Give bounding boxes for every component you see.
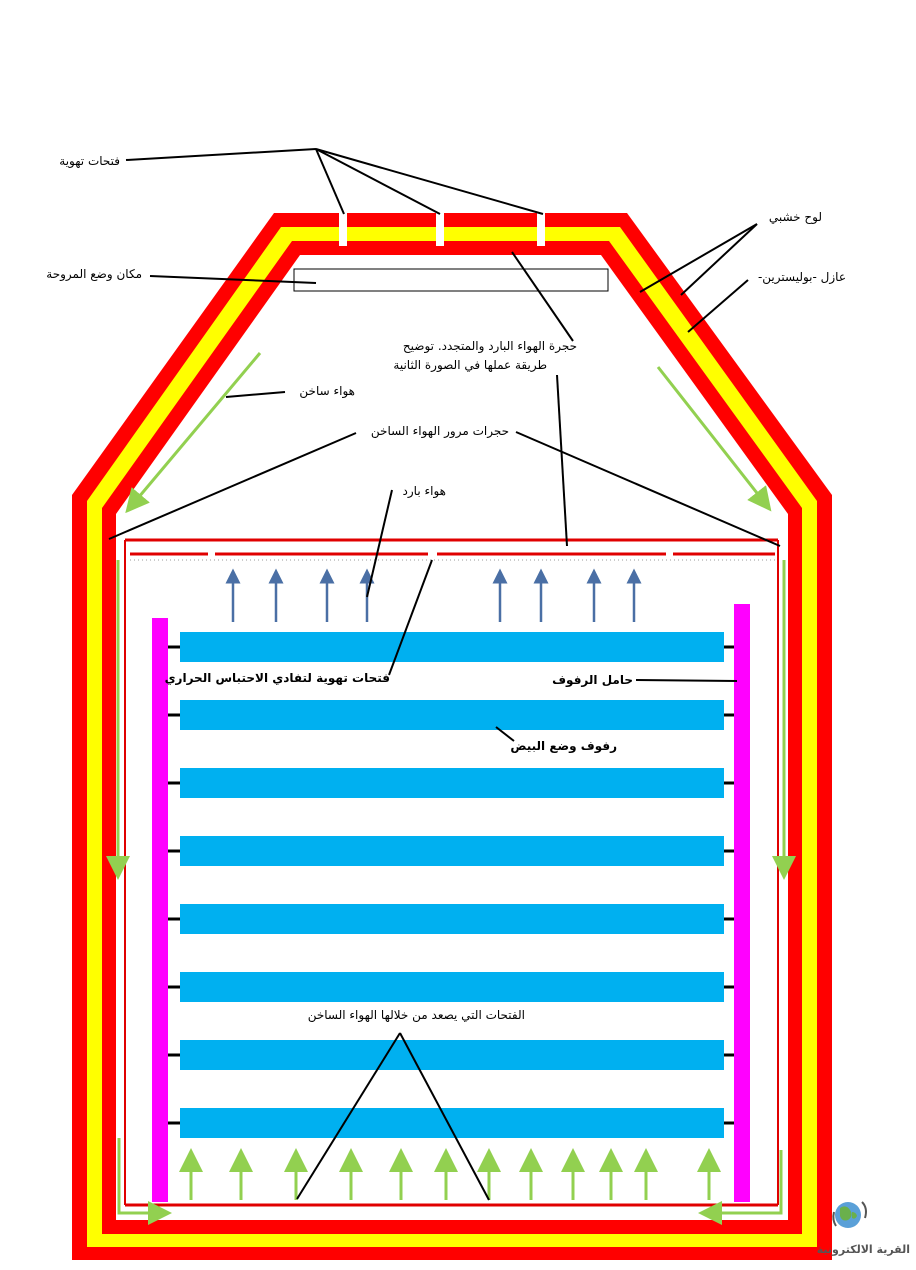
watermark: القرية الالكترونية: [817, 1201, 910, 1256]
label-vents: فتحات تهوية: [59, 154, 120, 169]
fan-place: [293, 268, 609, 292]
top-vent-gap: [339, 210, 347, 246]
shelf-holder-left: [152, 618, 168, 1202]
label-wood-board: لوح خشبي: [769, 210, 822, 225]
hot-air-arrow: [656, 366, 772, 512]
globe-icon: [832, 1201, 867, 1228]
hot-air-arrows: [106, 352, 796, 1225]
egg-shelf: [180, 972, 724, 1002]
egg-shelf: [180, 700, 724, 730]
label-insulator: -عازل -بوليسترين: [758, 270, 846, 285]
label-anti-heat-vents: فتحات تهوية لتفادي الاحتباس الحراري: [165, 671, 390, 686]
label-hot-air-chambers: حجرات مرور الهواء الساخن: [371, 424, 509, 439]
leader-lines: [108, 148, 781, 1201]
top-vent-gap: [537, 210, 545, 246]
label-shelf-holder: حامل الرفوف: [552, 673, 633, 688]
shelf-pins: [168, 645, 734, 1125]
egg-shelf: [180, 768, 724, 798]
label-hot-air: هواء ساخن: [299, 384, 355, 399]
label-egg-shelves: رفوف وضع البيض: [510, 739, 617, 754]
top-vents: [339, 210, 545, 246]
egg-shelf: [180, 1108, 724, 1138]
shelf-holder-right: [734, 604, 750, 1202]
hot-air-arrow: [125, 352, 262, 514]
label-cold-chamber-line1: حجرة الهواء البارد والمتجدد. توضيح: [403, 339, 577, 354]
egg-shelf: [180, 632, 724, 662]
egg-shelf: [180, 1040, 724, 1070]
top-vent-gap: [436, 210, 444, 246]
hot-air-arrow: [117, 1138, 172, 1225]
cold-air-arrows: [225, 568, 642, 622]
label-fan-place: مكان وضع المروحة: [46, 267, 142, 282]
label-cold-air: هواء بارد: [403, 484, 446, 499]
egg-shelves: [180, 632, 724, 1138]
hot-air-arrow: [698, 1150, 783, 1225]
inner-chamber: [116, 255, 788, 1220]
label-rising-hot-air-vents: الفتحات التي يصعد من خلالها الهواء الساخ…: [308, 1008, 525, 1023]
egg-shelf: [180, 836, 724, 866]
egg-shelf: [180, 904, 724, 934]
watermark-text: القرية الالكترونية: [817, 1243, 910, 1256]
label-cold-chamber-line2: طريقة عملها في الصورة الثانية: [393, 358, 547, 373]
labels: فتحات تهوية مكان وضع المروحة لوح خشبي -ع…: [46, 154, 846, 1023]
